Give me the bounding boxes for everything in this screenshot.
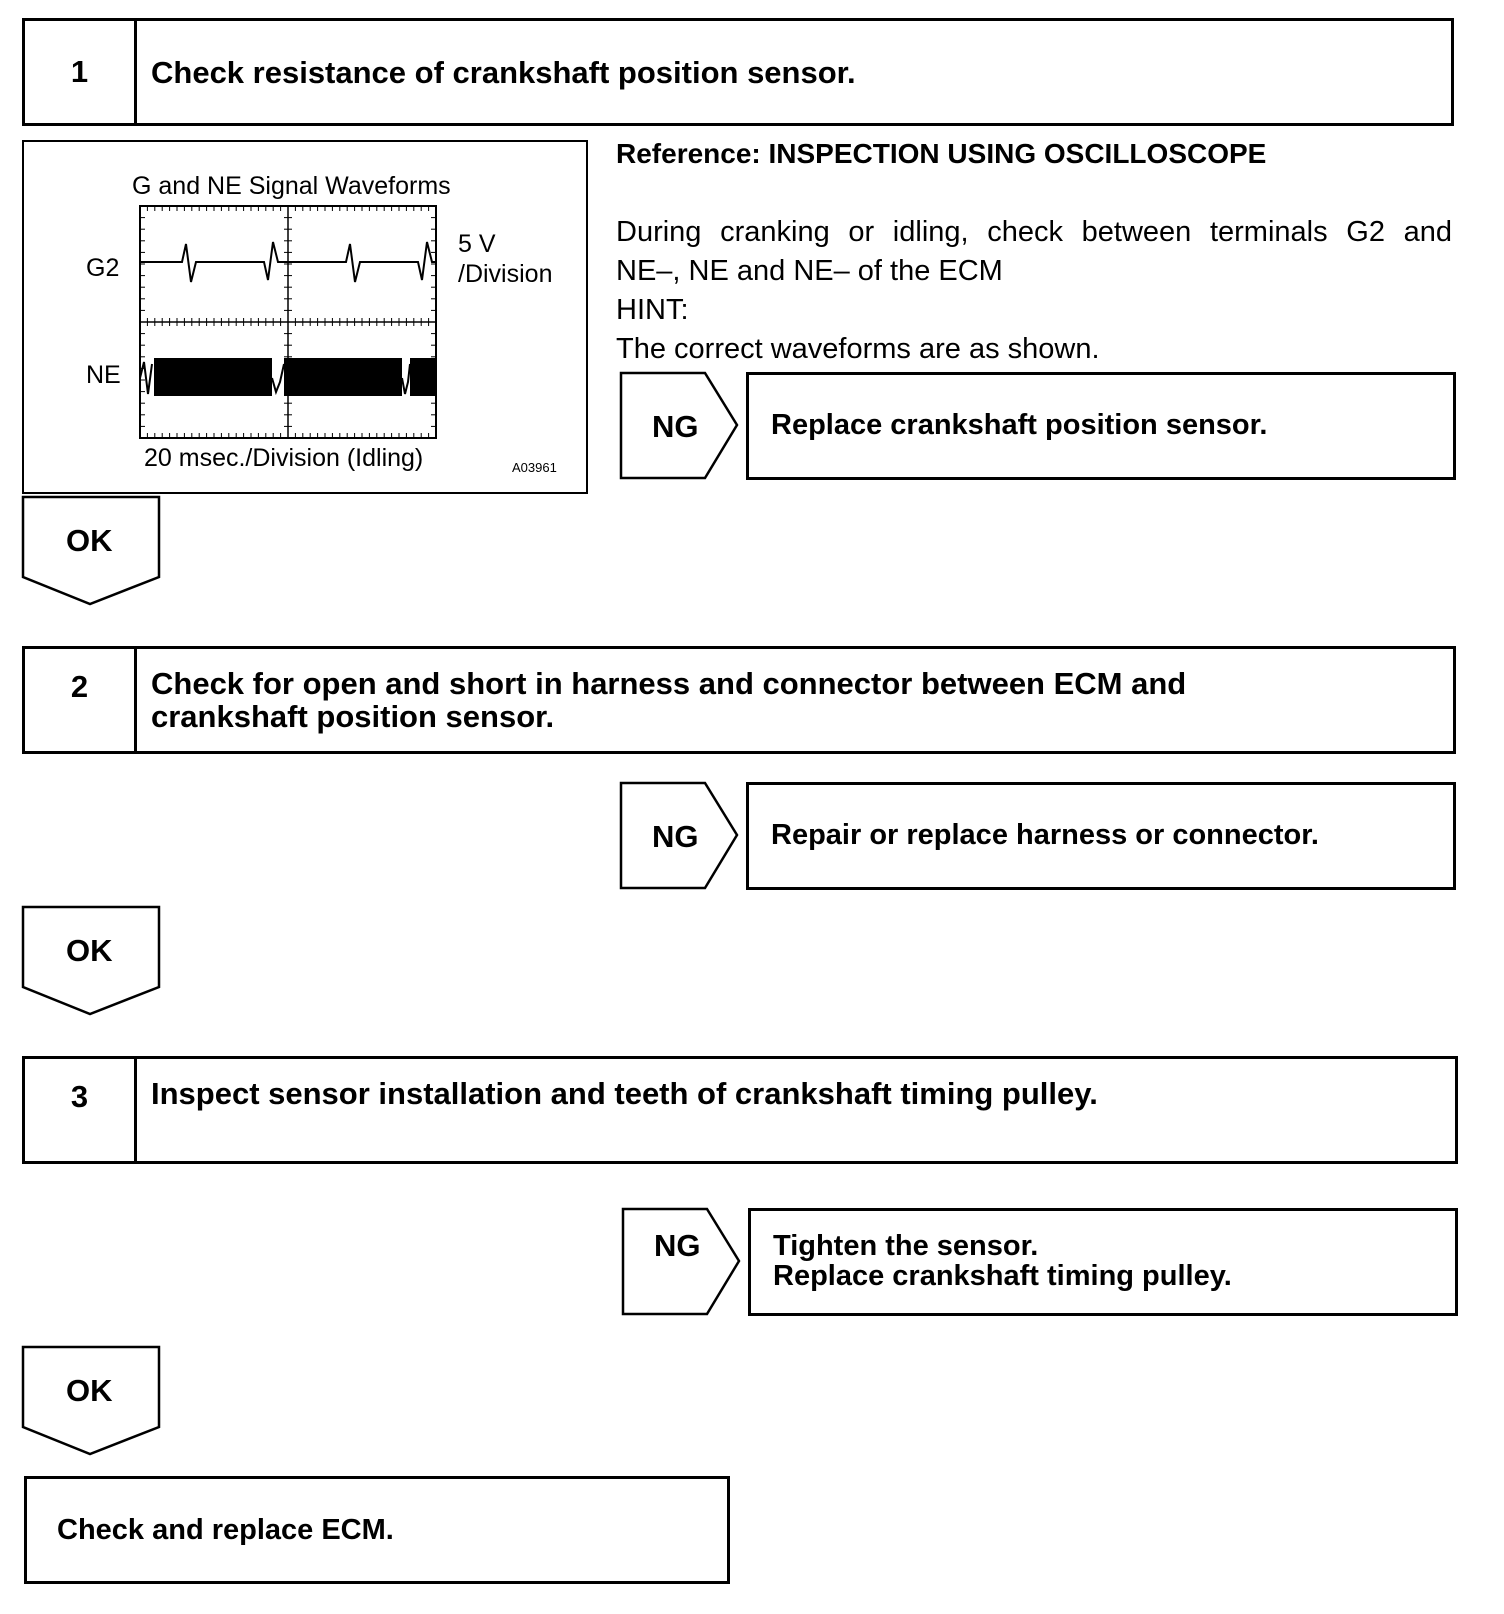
step-1-number: 1: [25, 21, 137, 123]
ne-gap-transition-3: [401, 363, 411, 395]
volt-scale-unit: /Division: [458, 260, 553, 288]
figure-code: A03961: [512, 460, 557, 475]
channel-label-ne: NE: [86, 361, 121, 389]
step-3-title: Inspect sensor installation and teeth of…: [151, 1076, 1098, 1111]
reference-line-3: The correct waveforms are as shown.: [616, 333, 1100, 365]
ng-label-1: NG: [652, 409, 699, 444]
waveform-figure: G and NE Signal Waveforms G2 NE 5 V /Div…: [22, 140, 588, 494]
step-3-number: 3: [25, 1059, 137, 1161]
ng-result-3-line-2: Replace crankshaft timing pulley.: [773, 1260, 1232, 1292]
ng-result-1: Replace crankshaft position sensor.: [746, 372, 1456, 480]
axis-ticks: [139, 205, 437, 439]
ne-waveform-block-1: [154, 358, 272, 396]
final-action-text: Check and replace ECM.: [57, 1514, 394, 1546]
final-action-box: Check and replace ECM.: [24, 1476, 730, 1584]
ok-label-2: OK: [66, 933, 113, 968]
ng-result-3: Tighten the sensor. Replace crankshaft t…: [748, 1208, 1458, 1316]
oscilloscope-screen: [139, 205, 437, 439]
step-2-box: 2 Check for open and short in harness an…: [22, 646, 1456, 754]
time-scale-label: 20 msec./Division (Idling): [144, 444, 424, 472]
ng-label-3: NG: [654, 1228, 701, 1263]
ng-arrow-3: [621, 1207, 741, 1316]
ok-arrow-1: [21, 495, 161, 606]
volt-scale-value: 5 V: [458, 230, 496, 258]
reference-heading: Reference: INSPECTION USING OSCILLOSCOPE: [616, 138, 1267, 169]
step-1-box: 1 Check resistance of crankshaft positio…: [22, 18, 1454, 126]
ng-arrow-2: [619, 781, 739, 890]
step-2-number: 2: [25, 649, 137, 751]
step-1-title: Check resistance of crankshaft position …: [151, 55, 856, 90]
ng-result-1-text: Replace crankshaft position sensor.: [771, 409, 1268, 441]
g2-waveform: [140, 241, 436, 283]
ok-arrow-2: [21, 905, 161, 1016]
ne-waveform-block-3: [410, 358, 436, 396]
channel-label-g2: G2: [86, 254, 120, 282]
step-2-title-line-2: crankshaft position sensor.: [151, 699, 555, 734]
ne-gap-transition-2: [271, 363, 285, 396]
ng-result-2-text: Repair or replace harness or connector.: [771, 819, 1319, 851]
ok-label-3: OK: [66, 1373, 113, 1408]
ne-gap-transition-1: [139, 361, 153, 395]
ok-label-1: OK: [66, 523, 113, 558]
ng-result-2: Repair or replace harness or connector.: [746, 782, 1456, 890]
figure-title: G and NE Signal Waveforms: [132, 172, 451, 200]
reference-line-1: During cranking or idling, check between…: [616, 216, 1452, 248]
ne-waveform-block-2: [284, 358, 402, 396]
ng-result-3-line-1: Tighten the sensor.: [773, 1230, 1039, 1262]
ng-arrow-1: [619, 371, 739, 480]
reference-line-2: NE–, NE and NE– of the ECM: [616, 255, 1003, 287]
ok-arrow-3: [21, 1345, 161, 1456]
step-2-title-line-1: Check for open and short in harness and …: [151, 666, 1187, 701]
step-3-box: 3 Inspect sensor installation and teeth …: [22, 1056, 1458, 1164]
hint-label: HINT:: [616, 294, 689, 326]
ng-label-2: NG: [652, 819, 699, 854]
